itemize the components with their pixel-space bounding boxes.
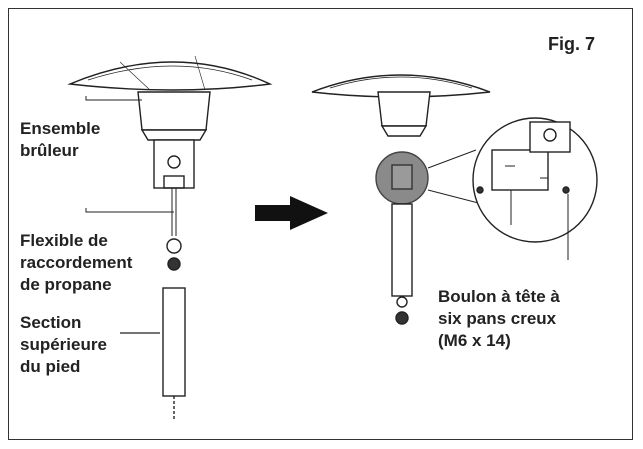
right-reflector: [311, 74, 491, 98]
hose-label: Flexible de raccordement de propane: [20, 231, 133, 294]
post-label: Section supérieure du pied: [20, 313, 107, 376]
detail-callout: [472, 117, 598, 260]
left-reflector: [67, 61, 273, 91]
burner-label: Ensemble brûleur: [20, 119, 101, 160]
left-burner-body: [137, 91, 211, 131]
right-post: [391, 203, 413, 297]
bolt-label: Boulon à tête à six pans creux (M6 x 14): [438, 287, 560, 350]
right-arrow-icon: [255, 196, 328, 230]
bolt-right-icon: [562, 186, 570, 194]
left-heater: [67, 55, 273, 420]
figure-title: Fig. 7: [548, 34, 596, 54]
left-valve-housing: [153, 139, 195, 189]
left-post: [162, 287, 186, 397]
right-heater: [311, 74, 491, 325]
bolt-left-icon: [476, 186, 484, 194]
figure-frame: [8, 8, 633, 440]
